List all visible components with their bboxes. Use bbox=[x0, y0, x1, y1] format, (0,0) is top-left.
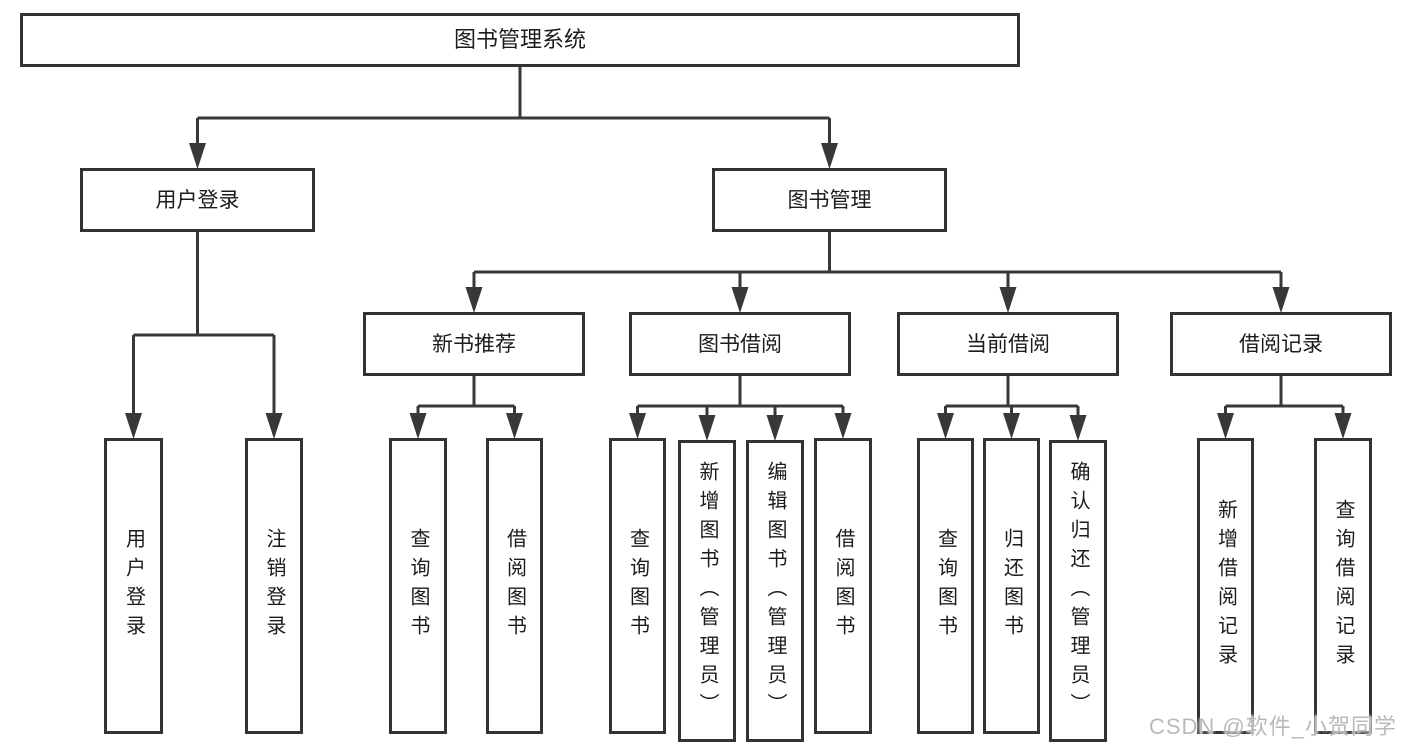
node-br-add-record: 新增借阅记录 bbox=[1197, 438, 1254, 734]
arrowhead-icon bbox=[698, 415, 716, 441]
node-book-borrowing: 图书借阅 bbox=[629, 312, 851, 376]
node-borrowing-records: 借阅记录 bbox=[1170, 312, 1392, 376]
watermark-text: CSDN @软件_小贺同学 bbox=[1148, 714, 1397, 739]
node-current-borrowing: 当前借阅 bbox=[897, 312, 1119, 376]
arrowhead-icon bbox=[629, 413, 646, 439]
arrowhead-icon bbox=[1217, 413, 1234, 439]
node-new-book-recommend: 新书推荐 bbox=[363, 312, 585, 376]
node-br-query-record: 查询借阅记录 bbox=[1314, 438, 1372, 734]
node-system: 图书管理系统 bbox=[20, 13, 1020, 67]
arrowhead-icon bbox=[125, 413, 142, 439]
node-bb-borrow-books: 借阅图书 bbox=[814, 438, 872, 734]
arrowhead-icon bbox=[766, 415, 784, 441]
node-bb-query-books: 查询图书 bbox=[609, 438, 666, 734]
arrowhead-icon bbox=[821, 143, 838, 169]
arrowhead-icon bbox=[465, 287, 483, 313]
node-user-login-branch: 用户登录 bbox=[80, 168, 315, 232]
node-bb-add-books-admin: 新增图书（管理员） bbox=[678, 440, 736, 742]
arrowhead-icon bbox=[1334, 413, 1352, 439]
arrowhead-icon bbox=[265, 413, 283, 439]
arrowhead-icon bbox=[834, 413, 852, 439]
node-user-login: 用户登录 bbox=[104, 438, 163, 734]
arrowhead-icon bbox=[1003, 413, 1020, 439]
node-book-management: 图书管理 bbox=[712, 168, 947, 232]
arrowhead-icon bbox=[937, 413, 954, 439]
arrowhead-icon bbox=[1272, 287, 1290, 313]
arrowhead-icon bbox=[189, 143, 206, 169]
arrowhead-icon bbox=[999, 287, 1017, 313]
node-cb-confirm-return-admin: 确认归还（管理员） bbox=[1049, 440, 1107, 742]
arrowhead-icon bbox=[506, 413, 523, 439]
node-cb-query-books: 查询图书 bbox=[917, 438, 974, 734]
node-logout: 注销登录 bbox=[245, 438, 303, 734]
arrowhead-icon bbox=[409, 413, 427, 439]
node-cb-return-books: 归还图书 bbox=[983, 438, 1040, 734]
node-nb-query-books: 查询图书 bbox=[389, 438, 447, 734]
arrowhead-icon bbox=[731, 287, 749, 313]
node-nb-borrow-books: 借阅图书 bbox=[486, 438, 543, 734]
node-bb-edit-books-admin: 编辑图书（管理员） bbox=[746, 440, 804, 742]
arrowhead-icon bbox=[1069, 415, 1087, 441]
